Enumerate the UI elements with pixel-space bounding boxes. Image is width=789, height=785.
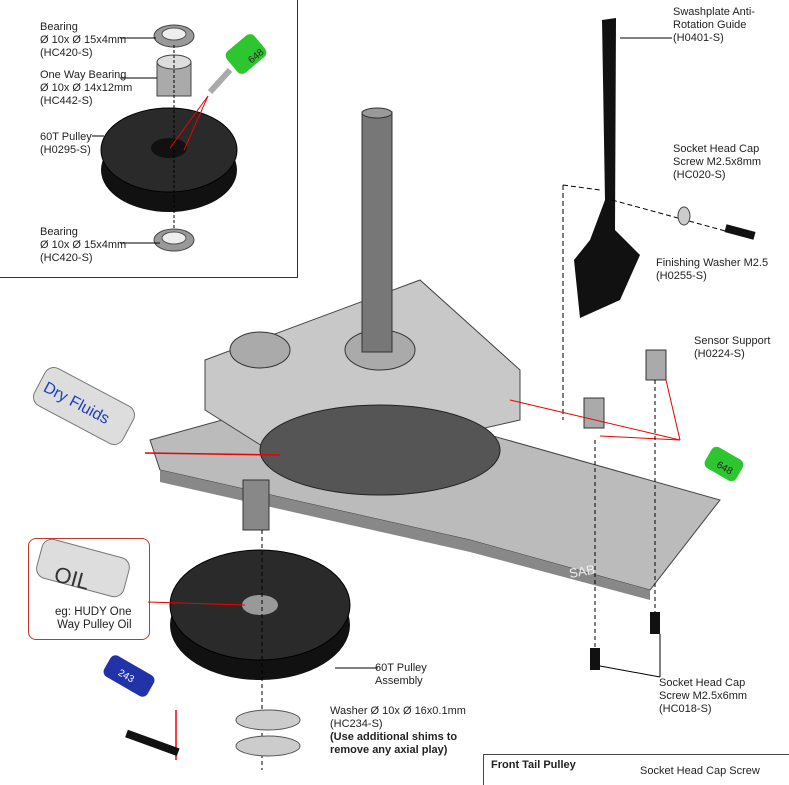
front-tail-cut-text: Socket Head Cap Screw	[640, 765, 760, 777]
dry-fluids-bottle-icon	[33, 367, 135, 445]
screw-bottom-label: Socket Head Cap Screw M2.5x6mm (HC018-S)	[659, 677, 748, 715]
inset-bearing-bottom	[153, 228, 195, 252]
inset-bearing-top	[153, 24, 195, 48]
sensor-label: Sensor Support (H0224-S)	[694, 335, 771, 360]
frame-engraving: SAB	[568, 562, 596, 581]
front-tail-title: Front Tail Pulley	[491, 759, 576, 771]
oil-note: eg: HUDY One Way Pulley Oil	[55, 606, 132, 631]
inset-one-way-label: One Way Bearing Ø 10x Ø 14x12mm (HC442-S…	[40, 69, 133, 107]
guide-label: Swashplate Anti- Rotation Guide (H0401-S…	[673, 6, 755, 44]
inset-pulley	[100, 107, 238, 212]
washer-note: (Use additional shims to remove any axia…	[330, 731, 458, 756]
bottom-screws	[590, 612, 660, 670]
main-frame	[149, 107, 721, 600]
screw-top-label: Socket Head Cap Screw M2.5x8mm (HC020-S)	[673, 143, 762, 181]
inset-glue-bottle-icon	[207, 34, 267, 95]
washers	[235, 709, 301, 757]
washer-label: Washer Ø 10x Ø 16x0.1mm (HC234-S)	[330, 705, 466, 730]
swashplate-guide	[574, 18, 640, 318]
oil-bottle-icon	[36, 538, 130, 598]
bottom-bolt	[125, 729, 180, 757]
inset-frame	[0, 0, 298, 278]
inset-bearing-top-label: Bearing Ø 10x Ø 15x4mm (HC420-S)	[40, 21, 127, 59]
finishing-washer-label: Finishing Washer M2.5 (H0255-S)	[656, 257, 769, 282]
screw-top	[724, 224, 756, 240]
blue-glue-bottle-icon	[103, 655, 155, 697]
sensor-supports	[583, 349, 667, 429]
inset-pulley-label: 60T Pulley (H0295-S)	[40, 131, 92, 156]
pulley-assembly	[169, 549, 351, 680]
oil-callout-box	[28, 538, 150, 640]
right-glue-bottle-icon	[704, 446, 744, 482]
pulley-assembly-label: 60T Pulley Assembly	[375, 662, 427, 687]
inset-bearing-bottom-label: Bearing Ø 10x Ø 15x4mm (HC420-S)	[40, 226, 127, 264]
finishing-washer	[677, 206, 691, 226]
